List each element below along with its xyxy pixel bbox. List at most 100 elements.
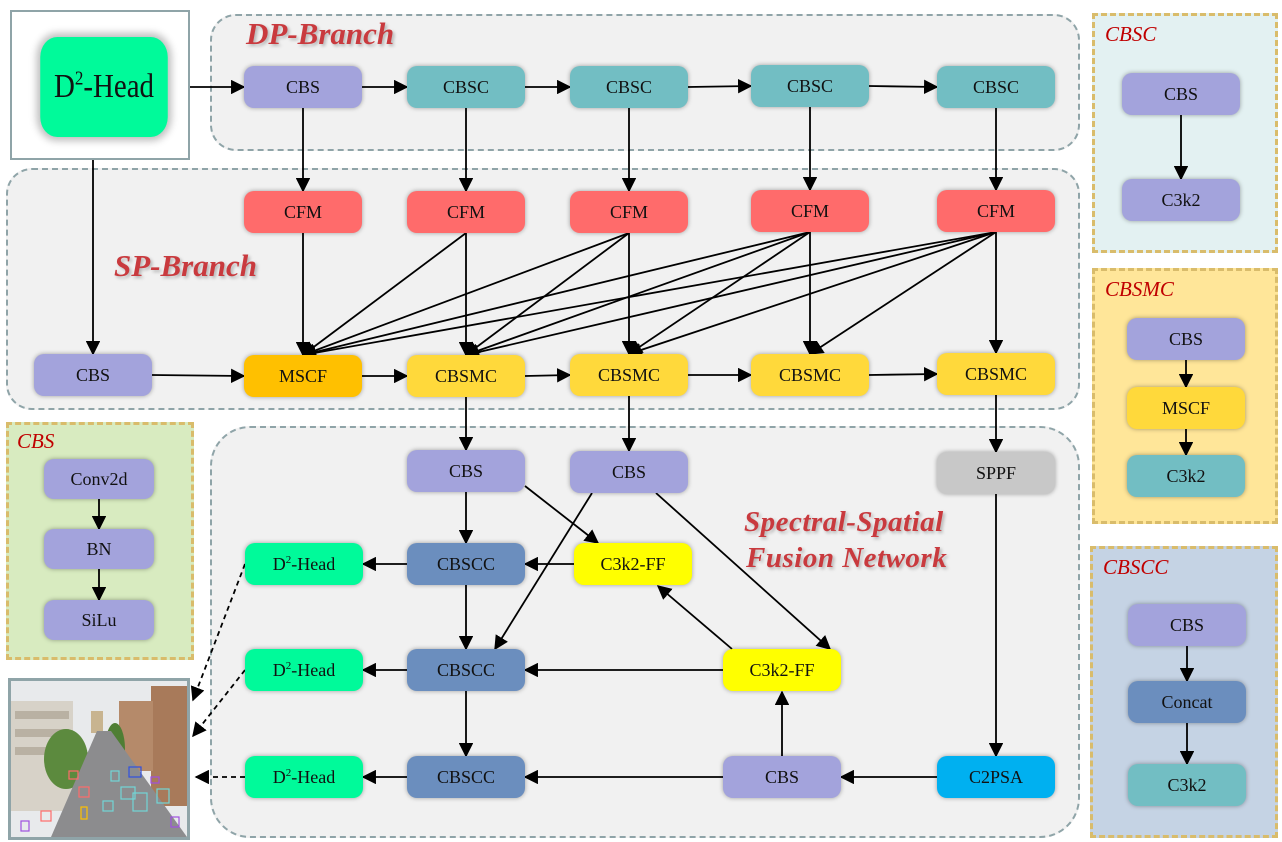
input-head-node[interactable]: D2-Head bbox=[40, 37, 168, 137]
node-label: CBSMC bbox=[964, 363, 1028, 384]
node-label: CBSC bbox=[972, 76, 1020, 97]
node-cfm3[interactable]: CFM bbox=[570, 191, 688, 233]
node-label: CBSMC bbox=[778, 364, 842, 385]
node-label: CBS bbox=[764, 766, 800, 787]
node-label: CBSC bbox=[786, 75, 834, 96]
legend-cbs-item: SiLu bbox=[44, 600, 154, 640]
node-c3k2ff2[interactable]: C3k2-FF bbox=[723, 649, 841, 691]
output-detection-image bbox=[8, 678, 190, 840]
node-cfm5[interactable]: CFM bbox=[937, 190, 1055, 232]
node-label: CFM bbox=[283, 201, 323, 222]
node-label: C3k2-FF bbox=[600, 553, 666, 574]
node-head1[interactable]: D2-Head bbox=[245, 543, 363, 585]
fusion-title-line2: Fusion Network bbox=[746, 542, 948, 574]
node-cbscc2[interactable]: CBSCC bbox=[407, 649, 525, 691]
dp-branch-title: DP-Branch bbox=[246, 16, 395, 51]
sp-branch-title: SP-Branch bbox=[114, 248, 257, 283]
node-label: CBS bbox=[75, 364, 111, 385]
node-label: D2-Head bbox=[272, 766, 336, 787]
legend-cbscc-item: C3k2 bbox=[1128, 764, 1246, 806]
node-label: CBSMC bbox=[597, 364, 661, 385]
node-cfm2[interactable]: CFM bbox=[407, 191, 525, 233]
node-label: CBS bbox=[285, 76, 321, 97]
node-label: C3k2-FF bbox=[749, 659, 815, 680]
node-cbsmc1[interactable]: CBSMC bbox=[407, 355, 525, 397]
legend-item-label: SiLu bbox=[81, 609, 117, 630]
legend-item-label: Concat bbox=[1161, 691, 1213, 712]
node-cbsmc4[interactable]: CBSMC bbox=[937, 353, 1055, 395]
node-head2[interactable]: D2-Head bbox=[245, 649, 363, 691]
node-label: CBS bbox=[611, 461, 647, 482]
legend-title: CBSCC bbox=[1103, 555, 1169, 579]
node-cbsmc2[interactable]: CBSMC bbox=[570, 354, 688, 396]
node-f-cbs2[interactable]: CBS bbox=[570, 451, 688, 493]
node-c2psa[interactable]: C2PSA bbox=[937, 756, 1055, 798]
legend-item-label: C3k2 bbox=[1167, 774, 1207, 795]
node-label: CBSCC bbox=[436, 553, 496, 574]
node-dp-cbsc4[interactable]: CBSC bbox=[937, 66, 1055, 108]
legend-cbsmc-item: MSCF bbox=[1127, 387, 1245, 429]
legend-item-label: C3k2 bbox=[1161, 189, 1201, 210]
legend-title: CBSC bbox=[1105, 22, 1157, 46]
legend-cbsmc-item: CBS bbox=[1127, 318, 1245, 360]
node-cbscc3[interactable]: CBSCC bbox=[407, 756, 525, 798]
node-dp-cbsc3[interactable]: CBSC bbox=[751, 65, 869, 107]
edge-f_cbs2-to-cbscc2 bbox=[494, 492, 593, 651]
edge-cfm5-to-cbsmc2 bbox=[627, 231, 997, 357]
input-head-panel: D2-Head bbox=[10, 10, 190, 160]
edge-dp_cbsc3-to-dp_cbsc4 bbox=[868, 79, 939, 95]
node-f-cbs3[interactable]: CBS bbox=[723, 756, 841, 798]
node-cfm1[interactable]: CFM bbox=[244, 191, 362, 233]
output-edge-head2 bbox=[192, 669, 246, 738]
node-cbsmc3[interactable]: CBSMC bbox=[751, 354, 869, 396]
node-f-cbs1[interactable]: CBS bbox=[407, 450, 525, 492]
node-c3k2ff1[interactable]: C3k2-FF bbox=[574, 543, 692, 585]
edge-cfm2-to-mscf bbox=[301, 232, 467, 356]
legend-title: CBS bbox=[17, 429, 55, 453]
node-label: CFM bbox=[976, 200, 1016, 221]
node-label: D2-Head bbox=[272, 553, 336, 574]
fusion-network-title: Spectral-Spatial Fusion Network bbox=[744, 504, 947, 576]
node-dp-cbsc1[interactable]: CBSC bbox=[407, 66, 525, 108]
node-head3[interactable]: D2-Head bbox=[245, 756, 363, 798]
node-sppf[interactable]: SPPF bbox=[937, 452, 1055, 494]
node-label: CBSMC bbox=[434, 365, 498, 386]
node-sp-cbs[interactable]: CBS bbox=[34, 354, 152, 396]
legend-title: CBSMC bbox=[1105, 277, 1174, 301]
legend-cbs-item: Conv2d bbox=[44, 459, 154, 499]
legend-cbs-item: BN bbox=[44, 529, 154, 569]
edge-cfm5-to-mscf bbox=[301, 231, 997, 360]
edge-cbsmc1-to-cbsmc2 bbox=[524, 368, 572, 383]
legend-item-label: CBS bbox=[1163, 83, 1199, 104]
edge-cfm5-to-cbsmc3 bbox=[808, 231, 997, 355]
node-label: CBSCC bbox=[436, 766, 496, 787]
node-mscf[interactable]: MSCF bbox=[244, 355, 362, 397]
sp-branch-region bbox=[6, 168, 1080, 410]
legend-item-label: BN bbox=[86, 538, 112, 559]
node-dp-cbs[interactable]: CBS bbox=[244, 66, 362, 108]
node-label: D2-Head bbox=[272, 659, 336, 680]
legend-cbscc-item: CBS bbox=[1128, 604, 1246, 646]
node-label: CBSC bbox=[605, 76, 653, 97]
edge-cfm4-to-cbsmc2 bbox=[627, 231, 811, 355]
street-scene-image bbox=[11, 681, 187, 837]
node-label: CFM bbox=[609, 201, 649, 222]
edge-cfm4-to-mscf bbox=[301, 231, 811, 359]
legend-cbsc-item: CBS bbox=[1122, 73, 1240, 115]
legend-item-label: Conv2d bbox=[70, 468, 128, 489]
legend-item-label: CBS bbox=[1168, 328, 1204, 349]
edge-c3k2ff2-to-c3k2ff1 bbox=[656, 585, 733, 650]
edge-cfm3-to-cbsmc1 bbox=[464, 232, 630, 356]
node-label: CBSCC bbox=[436, 659, 496, 680]
legend-cbscc-item: Concat bbox=[1128, 681, 1246, 723]
node-label: CFM bbox=[446, 201, 486, 222]
node-label: C2PSA bbox=[968, 766, 1024, 787]
legend-item-label: CBS bbox=[1169, 614, 1205, 635]
fusion-title-line1: Spectral-Spatial bbox=[744, 506, 944, 538]
edge-cfm5-to-cbsmc1 bbox=[464, 231, 997, 360]
edge-dp_cbsc2-to-dp_cbsc3 bbox=[687, 79, 753, 94]
edge-sp_cbs-to-mscf bbox=[151, 368, 246, 384]
node-dp-cbsc2[interactable]: CBSC bbox=[570, 66, 688, 108]
node-cfm4[interactable]: CFM bbox=[751, 190, 869, 232]
node-cbscc1[interactable]: CBSCC bbox=[407, 543, 525, 585]
